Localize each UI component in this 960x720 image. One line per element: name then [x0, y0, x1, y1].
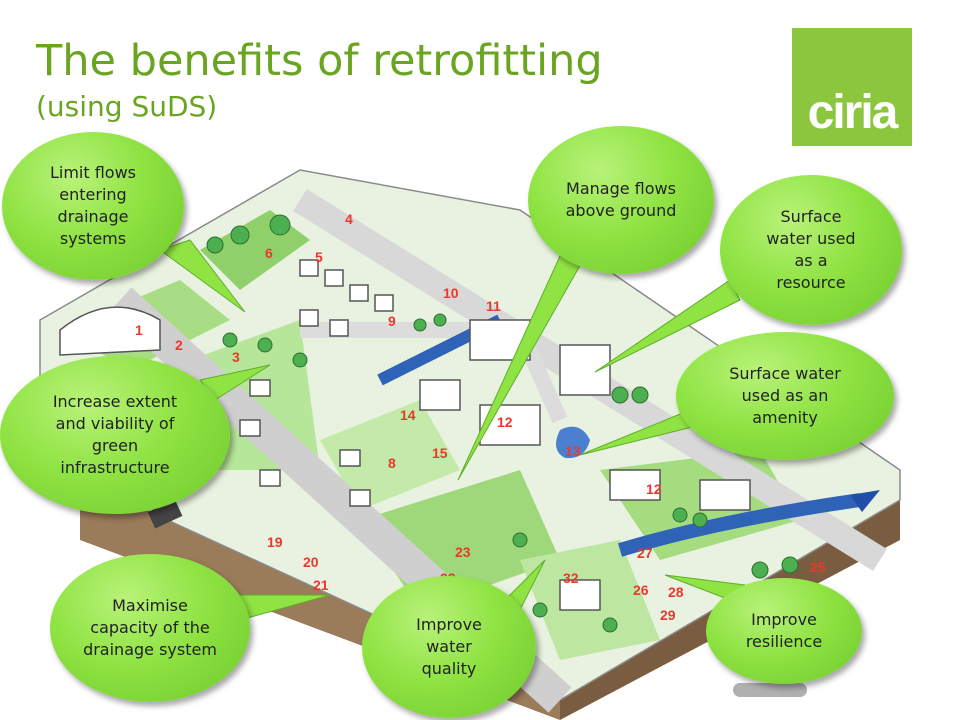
- buildings: [59, 259, 751, 611]
- river-arrow: [850, 490, 880, 512]
- map-label: 4: [345, 211, 353, 227]
- canal: [617, 493, 861, 557]
- bubble-maximise-capacity: Maximise capacity of the drainage system: [50, 554, 250, 702]
- map-label: 32: [563, 570, 579, 586]
- outfall: [147, 499, 183, 529]
- map-label: 12: [646, 481, 662, 497]
- bubble-manage-flows: Manage flows above ground: [528, 126, 714, 274]
- map-label: 20: [303, 554, 319, 570]
- map-label: 23: [455, 544, 471, 560]
- trees: [206, 214, 799, 633]
- tail-limit-flows: [158, 239, 246, 313]
- map-label: 28: [668, 584, 684, 600]
- map-label: 26: [633, 582, 649, 598]
- page-title: The benefits of retrofitting: [36, 36, 603, 86]
- map-label: 9: [388, 313, 396, 329]
- map-label: 8: [388, 455, 396, 471]
- green-area: [320, 400, 460, 510]
- bubble-text: Improve water quality: [416, 615, 482, 678]
- bubble-surface-amenity: Surface water used as an amenity: [676, 332, 894, 460]
- bubble-surface-resource: Surface water used as a resource: [720, 175, 902, 325]
- map-label: 10: [443, 285, 459, 301]
- bubble-limit-flows: Limit flows entering drainage systems: [2, 132, 184, 280]
- map-label: 27: [637, 545, 653, 561]
- bubble-text: Limit flows entering drainage systems: [49, 163, 137, 248]
- bubble-water-quality: Improve water quality: [362, 576, 536, 718]
- map-label: 12: [497, 414, 513, 430]
- map-label: 13: [565, 443, 581, 459]
- tail-maximise-capacity: [239, 594, 331, 621]
- pond: [556, 426, 590, 459]
- map-label: 11: [486, 298, 501, 314]
- ciria-logo: ciria: [792, 28, 912, 146]
- map-label: 2: [175, 337, 183, 353]
- map-label: 15: [432, 445, 448, 461]
- map-label: 1: [135, 322, 143, 338]
- bubble-green-infrastructure: Increase extent and viability of green i…: [0, 356, 230, 514]
- map-label: 14: [400, 407, 416, 423]
- map-label: 3: [232, 349, 240, 365]
- map-label: 29: [660, 607, 676, 623]
- bubble-text: Increase extent and viability of green i…: [52, 392, 178, 477]
- bubble-text: Surface water used as a resource: [766, 207, 856, 292]
- map-label: 19: [267, 534, 283, 550]
- map-label: 6: [265, 245, 273, 261]
- map-label: 5: [315, 249, 323, 265]
- bubble-text: Maximise capacity of the drainage system: [83, 596, 217, 659]
- bubble-text: Manage flows above ground: [565, 179, 677, 220]
- logo-text: ciria: [807, 86, 899, 139]
- bubble-text: Surface water used as an amenity: [729, 364, 841, 427]
- bubble-text: Improve resilience: [745, 610, 823, 651]
- tail-manage-flows: [457, 244, 591, 481]
- map-label: 21: [313, 577, 329, 593]
- bubble-resilience: Improve resilience: [706, 578, 862, 684]
- map-label: 25: [810, 559, 826, 575]
- page-subtitle: (using SuDS): [36, 90, 218, 123]
